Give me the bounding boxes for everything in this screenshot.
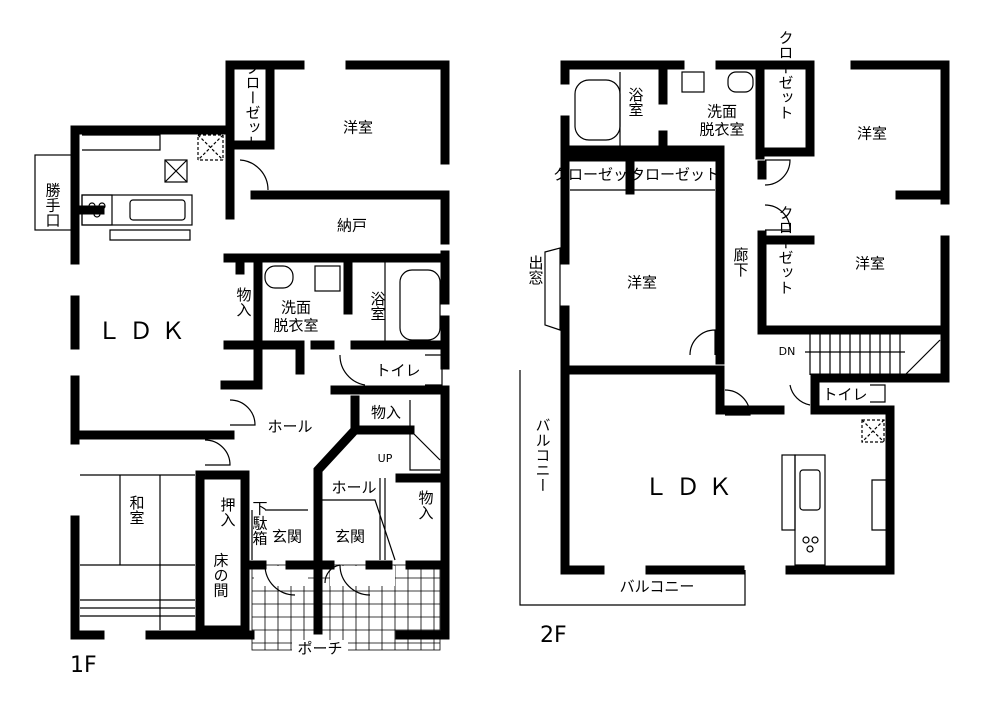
room-label-shoe-box: 下駄箱 [251,501,269,546]
room-label-western-room-2f-1: 洋室 [857,125,887,143]
room-label-closet: クローゼット [244,60,262,150]
stairs-down-label: DN [779,345,796,358]
room-label-ldk-2f: ＬＤＫ [644,473,740,501]
room-label-balcony-1: バルコニー [534,418,552,493]
room-label-storage-2: 物入 [371,404,401,422]
room-label-kitchen-door: 勝手口 [44,183,62,228]
floor-1-plan [34,60,746,651]
room-label-tokonoma: 床の間 [212,553,230,599]
floor-2-plan [544,60,950,575]
thin-lines-1f [34,80,746,630]
room-label-ldk-1f: ＬＤＫ [97,317,193,345]
stairs-up-label: UP [378,452,393,465]
room-label-corridor: 廊下 [732,247,750,277]
thin-lines-2f [544,71,941,566]
room-label-entrance-2: 玄関 [335,528,365,546]
floor-label-2f: 2F [540,623,567,648]
room-label-bay-window: 出窓 [527,255,545,285]
room-label-porch: ポーチ [297,640,342,658]
room-label-bath-1f: 浴室 [369,291,387,321]
room-label-closet-2f-4: クローゼット [777,205,795,295]
room-label-japanese-room: 和室 [128,495,146,525]
room-label-western-room-2f-2: 洋室 [627,274,657,292]
room-label-closet-2f-2: クローゼット [553,166,643,184]
room-label-western-room-2f-3: 洋室 [855,255,885,273]
room-label-western-room: 洋室 [343,119,373,137]
room-label-storage-3: 物入 [417,490,435,520]
walls-2f [560,60,950,575]
room-label-storeroom: 納戸 [337,217,367,235]
floor-label-1f: 1F [70,653,97,678]
room-label-washroom-2f-1: 洗面 [707,103,737,121]
room-label-hall-2: ホール [331,479,376,497]
room-label-balcony-2: バルコニー [620,578,695,596]
room-label-oshiire: 押入 [219,497,237,527]
room-label-bath-2f: 浴室 [627,87,645,117]
room-label-closet-2f-1: クローゼット [777,30,795,120]
room-label-toilet-2f: トイレ [822,386,867,404]
room-label-washroom-2f-2: 脱衣室 [699,121,744,139]
room-label-washroom-1: 洗面 [281,299,311,317]
room-label-washroom-2: 脱衣室 [273,317,318,335]
room-label-toilet-1f: トイレ [375,362,420,380]
room-label-entrance-1: 玄関 [272,528,302,546]
room-label-hall-1: ホール [267,418,312,436]
room-label-closet-2f-3: クローゼット [630,166,720,184]
room-label-storage-1: 物入 [235,287,253,317]
